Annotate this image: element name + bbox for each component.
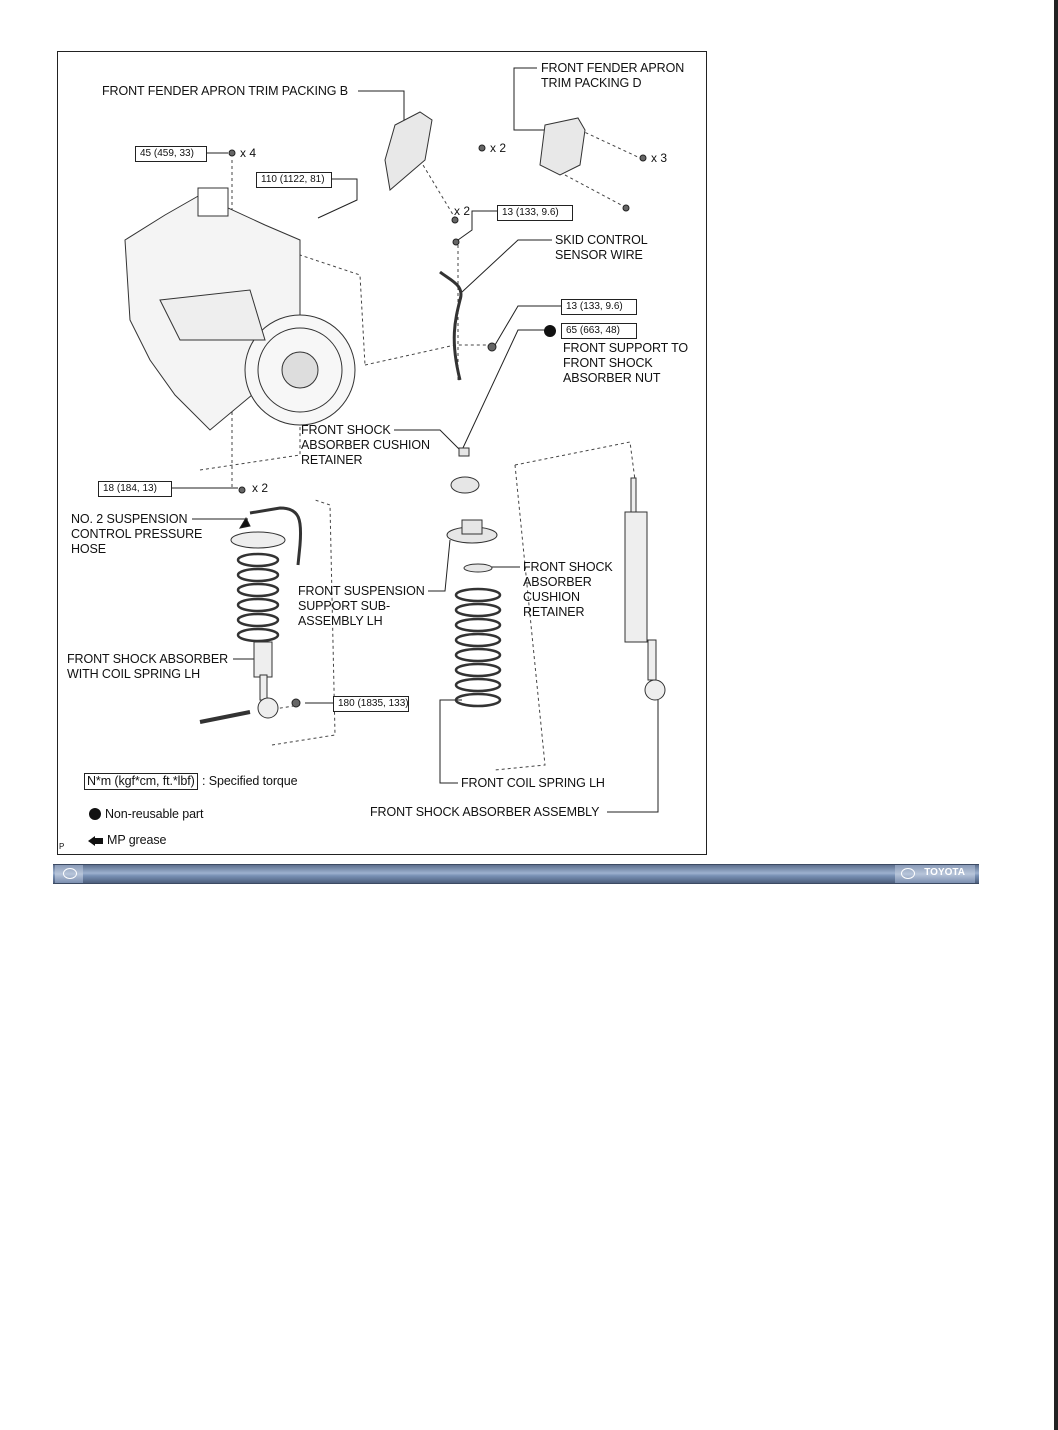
legend-torque-desc: : Specified torque bbox=[202, 774, 298, 788]
count-x2-apron: x 2 bbox=[490, 141, 507, 155]
grease-icon-tail bbox=[95, 838, 103, 844]
torque-18: 18 (184, 13) bbox=[98, 481, 172, 497]
label-coil-spring: FRONT COIL SPRING LH bbox=[461, 776, 605, 790]
apron-trim-d-drawing bbox=[539, 117, 586, 176]
apron-trim-b-drawing bbox=[384, 111, 433, 191]
torque-65: 65 (663, 48) bbox=[561, 323, 637, 339]
toyota-logo-icon bbox=[63, 868, 77, 879]
grease-icon bbox=[88, 836, 95, 846]
grease-arrow-icon bbox=[238, 516, 251, 529]
label-apron-trim-b: FRONT FENDER APRON TRIM PACKING B bbox=[102, 84, 349, 98]
toyota-emblem-left[interactable] bbox=[55, 865, 83, 883]
torque-13-a: 13 (133, 9.6) bbox=[497, 205, 573, 221]
leader-lines bbox=[172, 67, 659, 813]
torque-45: 45 (459, 33) bbox=[135, 146, 207, 162]
legend-torque-unit: N*m (kgf*cm, ft.*lbf) bbox=[84, 773, 198, 790]
label-support-sub-assembly: FRONT SUSPENSION SUPPORT SUB- ASSEMBLY L… bbox=[298, 584, 425, 628]
legend-non-reusable: Non-reusable part bbox=[105, 807, 204, 821]
shock-absorber-drawing bbox=[624, 477, 666, 701]
brand-text: TOYOTA bbox=[924, 867, 965, 878]
legend-grease: MP grease bbox=[107, 833, 167, 847]
torque-110: 110 (1122, 81) bbox=[256, 172, 332, 188]
label-apron-trim-d: FRONT FENDER APRON TRIM PACKING D bbox=[541, 61, 685, 90]
footer-bar: TOYOTA bbox=[53, 864, 979, 884]
steering-knuckle-drawing bbox=[124, 187, 356, 431]
count-x2-bolt: x 2 bbox=[454, 204, 471, 218]
label-shock-assembly: FRONT SHOCK ABSORBER ASSEMBLY bbox=[370, 805, 600, 819]
diagram-frame bbox=[57, 51, 707, 855]
window-edge bbox=[1054, 0, 1058, 1430]
corner-mark: P bbox=[59, 842, 65, 851]
skid-sensor-wire-drawing bbox=[439, 270, 463, 381]
label-shock-with-coil: FRONT SHOCK ABSORBER WITH COIL SPRING LH bbox=[67, 652, 228, 681]
count-x3: x 3 bbox=[651, 151, 668, 165]
label-support-nut: FRONT SUPPORT TO FRONT SHOCK ABSORBER NU… bbox=[563, 341, 689, 385]
count-x2-support: x 2 bbox=[252, 481, 269, 495]
count-x4: x 4 bbox=[240, 146, 257, 160]
torque-180: 180 (1835, 133) bbox=[333, 696, 409, 712]
non-reusable-icon bbox=[89, 808, 101, 820]
toyota-logo-icon bbox=[901, 868, 915, 879]
exploded-parts-diagram bbox=[124, 67, 666, 813]
coil-spring-drawing bbox=[454, 587, 502, 708]
toyota-brand-button[interactable]: TOYOTA bbox=[895, 865, 975, 883]
label-cushion-retainer-upper: FRONT SHOCK ABSORBER CUSHION RETAINER bbox=[301, 423, 430, 467]
non-reusable-mark bbox=[544, 325, 556, 337]
label-pressure-hose: NO. 2 SUSPENSION CONTROL PRESSURE HOSE bbox=[71, 512, 203, 556]
shock-with-coil-drawing bbox=[199, 506, 303, 724]
label-skid-sensor-wire: SKID CONTROL SENSOR WIRE bbox=[555, 233, 648, 262]
label-cushion-retainer-lower: FRONT SHOCK ABSORBER CUSHION RETAINER bbox=[523, 560, 613, 619]
torque-13-b: 13 (133, 9.6) bbox=[561, 299, 637, 315]
